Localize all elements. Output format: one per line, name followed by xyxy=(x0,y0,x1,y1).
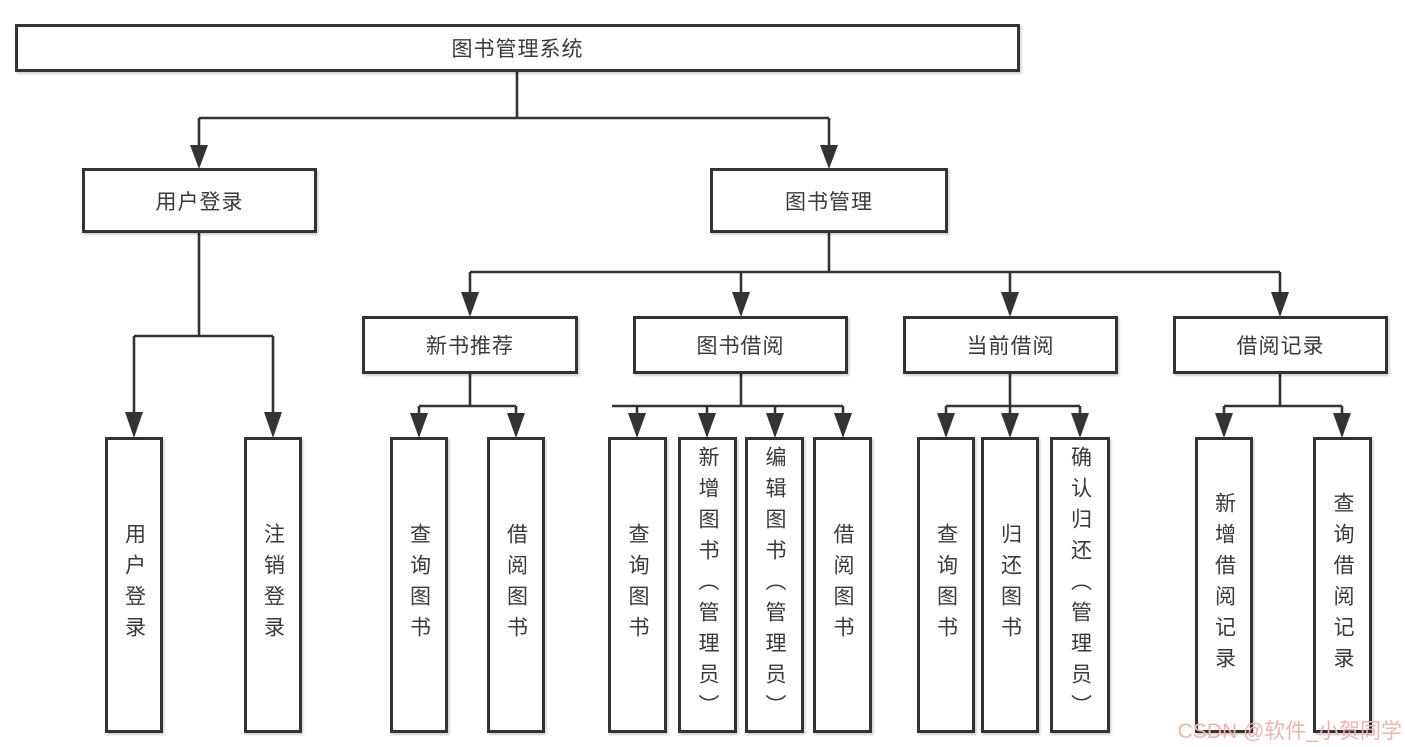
node-label: 确认归还（管理员） xyxy=(1068,445,1092,725)
node-leaf-return-books: 归还图书 xyxy=(981,437,1039,733)
node-leaf-query-books-3: 查询图书 xyxy=(917,437,975,733)
arrowhead xyxy=(1001,292,1019,317)
arrowhead xyxy=(1333,413,1351,438)
node-label: 新增图书（管理员） xyxy=(696,445,719,725)
node-leaf-borrow-books-2: 借阅图书 xyxy=(813,437,872,733)
node-label: 查询图书 xyxy=(626,523,649,647)
node-leaf-add-borrow-record: 新增借阅记录 xyxy=(1195,437,1253,733)
node-label: 归还图书 xyxy=(998,523,1022,647)
node-label: 图书借阅 xyxy=(696,335,785,358)
arrowhead xyxy=(1071,413,1089,438)
node-label: 用户登录 xyxy=(155,190,244,214)
node-leaf-edit-books-admin: 编辑图书（管理员） xyxy=(745,437,804,733)
arrowhead xyxy=(732,292,750,317)
node-label: 新书推荐 xyxy=(426,335,514,358)
node-book-management: 图书管理 xyxy=(710,168,948,233)
node-leaf-confirm-return-admin: 确认归还（管理员） xyxy=(1050,437,1110,733)
node-label: 新增借阅记录 xyxy=(1212,492,1236,678)
node-label: 查询借阅记录 xyxy=(1331,492,1354,678)
node-new-book-recommendation: 新书推荐 xyxy=(362,316,578,374)
node-leaf-borrow-books: 借阅图书 xyxy=(487,437,545,733)
node-user-login: 用户登录 xyxy=(82,168,317,233)
arrowhead xyxy=(628,413,646,438)
node-label: 编辑图书（管理员） xyxy=(763,445,786,725)
node-label: 查询图书 xyxy=(934,523,958,647)
arrowhead xyxy=(507,413,525,438)
arrowhead xyxy=(766,413,784,438)
arrowhead xyxy=(190,145,208,169)
node-borrowing-records: 借阅记录 xyxy=(1173,316,1388,374)
node-leaf-logout: 注销登录 xyxy=(244,437,302,733)
node-book-borrowing: 图书借阅 xyxy=(633,316,848,374)
node-label: 借阅记录 xyxy=(1236,335,1325,358)
node-leaf-query-borrow-record: 查询借阅记录 xyxy=(1313,437,1372,733)
arrowhead xyxy=(698,413,716,438)
arrowhead xyxy=(410,413,428,438)
arrowhead xyxy=(125,412,143,438)
node-label: 注销登录 xyxy=(261,523,285,647)
node-label: 借阅图书 xyxy=(504,523,528,647)
node-leaf-query-books-2: 查询图书 xyxy=(608,437,667,733)
arrowhead xyxy=(264,412,282,438)
node-library-system: 图书管理系统 xyxy=(15,24,1020,72)
arrowhead xyxy=(1001,413,1019,438)
arrowhead xyxy=(820,145,838,169)
node-leaf-user-login: 用户登录 xyxy=(105,437,163,733)
node-label: 借阅图书 xyxy=(831,523,854,647)
node-leaf-add-books-admin: 新增图书（管理员） xyxy=(678,437,737,733)
node-label: 当前借阅 xyxy=(966,335,1055,358)
arrowhead xyxy=(461,292,479,317)
node-label: 图书管理系统 xyxy=(451,38,584,61)
arrowhead xyxy=(937,413,955,438)
node-label: 图书管理 xyxy=(785,190,873,214)
arrowhead xyxy=(834,413,852,438)
arrowhead xyxy=(1215,413,1233,438)
node-label: 用户登录 xyxy=(122,523,146,647)
node-leaf-query-books: 查询图书 xyxy=(390,437,448,733)
node-current-borrowing: 当前借阅 xyxy=(903,316,1118,374)
arrowhead xyxy=(1271,292,1289,317)
csdn-watermark: CSDN @软件_小贺同学 xyxy=(1177,720,1402,743)
node-label: 查询图书 xyxy=(407,523,431,647)
